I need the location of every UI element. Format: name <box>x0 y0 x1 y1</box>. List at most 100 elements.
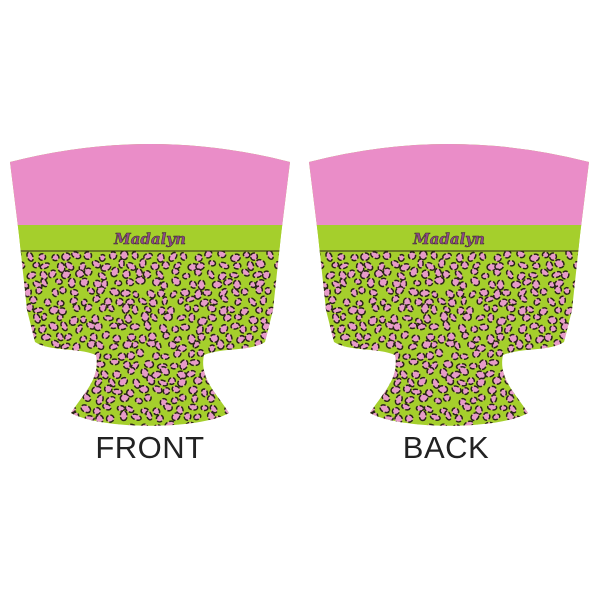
leopard-spot <box>121 302 131 315</box>
leopard-spot <box>152 385 163 394</box>
leopard-spot <box>588 253 589 263</box>
leopard-spot <box>534 371 543 379</box>
leopard-spot <box>540 268 550 277</box>
leopard-spot <box>254 338 263 349</box>
leopard-spot <box>105 395 116 404</box>
leopard-spot <box>391 406 401 416</box>
leopard-spot <box>134 276 146 285</box>
leopard-spot <box>496 279 505 291</box>
leopard-spot <box>335 394 344 402</box>
leopard-spot <box>441 269 451 279</box>
leopard-spot <box>53 403 64 412</box>
leopard-spot <box>426 366 435 375</box>
leopard-spot <box>76 367 88 376</box>
leopard-spot <box>517 287 527 298</box>
leopard-spot <box>547 297 556 307</box>
leopard-spot <box>553 285 563 295</box>
leopard-spot <box>248 280 257 289</box>
leopard-spot <box>248 315 259 325</box>
leopard-spot <box>547 422 557 426</box>
leopard-spot <box>408 358 419 366</box>
leopard-spot <box>588 305 589 315</box>
leopard-spot <box>214 415 225 424</box>
leopard-spot <box>283 406 290 415</box>
leopard-spot <box>378 277 389 288</box>
leopard-spot <box>570 316 581 324</box>
leopard-spot <box>237 403 246 412</box>
leopard-spot <box>347 357 355 368</box>
leopard-spot <box>234 297 243 306</box>
leopard-spot <box>209 404 218 414</box>
leopard-spot <box>478 359 488 371</box>
leopard-spot <box>320 329 328 342</box>
leopard-spot <box>116 404 126 412</box>
leopard-spot <box>252 396 262 405</box>
leopard-spot <box>324 303 333 312</box>
leopard-spot <box>239 307 250 316</box>
leopard-spot <box>367 369 375 380</box>
leopard-spot <box>176 314 187 322</box>
leopard-spot <box>225 332 233 343</box>
leopard-spot <box>15 360 25 371</box>
leopard-spot <box>108 377 116 388</box>
leopard-spot <box>543 368 551 378</box>
leopard-spot <box>258 367 269 376</box>
leopard-spot <box>553 338 562 349</box>
leopard-spot <box>22 394 32 403</box>
leopard-spot <box>382 360 391 370</box>
leopard-spot <box>582 406 589 415</box>
leopard-spot <box>39 413 49 423</box>
leopard-spot <box>171 276 182 287</box>
leopard-spot <box>208 351 218 360</box>
leopard-spot <box>98 253 106 262</box>
leopard-spot <box>40 405 50 414</box>
leopard-spot <box>272 299 282 307</box>
leopard-spot <box>494 324 503 336</box>
leopard-spot <box>467 251 477 262</box>
leopard-spot <box>530 288 539 297</box>
leopard-spot <box>76 351 85 358</box>
leopard-spot <box>466 376 476 386</box>
leopard-spot <box>10 360 12 370</box>
leopard-spot <box>252 270 264 279</box>
leopard-spot <box>38 252 47 262</box>
leopard-spot <box>146 374 156 386</box>
leopard-spot <box>487 385 498 395</box>
leopard-spot <box>586 410 589 422</box>
leopard-spot <box>576 394 587 403</box>
leopard-spot <box>486 333 496 345</box>
leopard-spot <box>524 342 534 351</box>
leopard-spot <box>349 394 358 402</box>
leopard-spot <box>248 297 257 307</box>
leopard-spot <box>577 250 588 258</box>
leopard-spot <box>325 271 336 280</box>
leopard-spot <box>345 414 357 422</box>
leopard-spot <box>327 368 339 378</box>
leopard-spot <box>446 332 456 342</box>
leopard-spot <box>437 334 446 344</box>
leopard-spot <box>342 369 351 379</box>
leopard-spot <box>360 252 371 262</box>
leopard-spot <box>342 297 351 307</box>
leopard-spot <box>173 349 182 359</box>
leopard-spot <box>568 349 578 358</box>
leopard-spot <box>568 370 576 381</box>
leopard-spot <box>390 259 401 269</box>
leopard-spot <box>273 280 282 289</box>
leopard-spot <box>411 334 421 343</box>
leopard-spot <box>230 322 241 330</box>
leopard-spot <box>131 304 139 315</box>
leopard-spot <box>259 295 268 306</box>
leopard-spot <box>551 413 561 424</box>
leopard-spot <box>159 366 170 376</box>
leopard-spot <box>193 376 203 385</box>
leopard-spot <box>475 314 486 322</box>
leopard-spot <box>309 368 317 377</box>
leopard-spot <box>288 377 290 387</box>
leopard-spot <box>309 305 311 315</box>
leopard-spot <box>513 415 524 424</box>
leopard-spot <box>534 385 544 395</box>
leopard-spot <box>493 253 502 263</box>
leopard-spot <box>409 266 419 278</box>
leopard-spot <box>352 403 363 412</box>
